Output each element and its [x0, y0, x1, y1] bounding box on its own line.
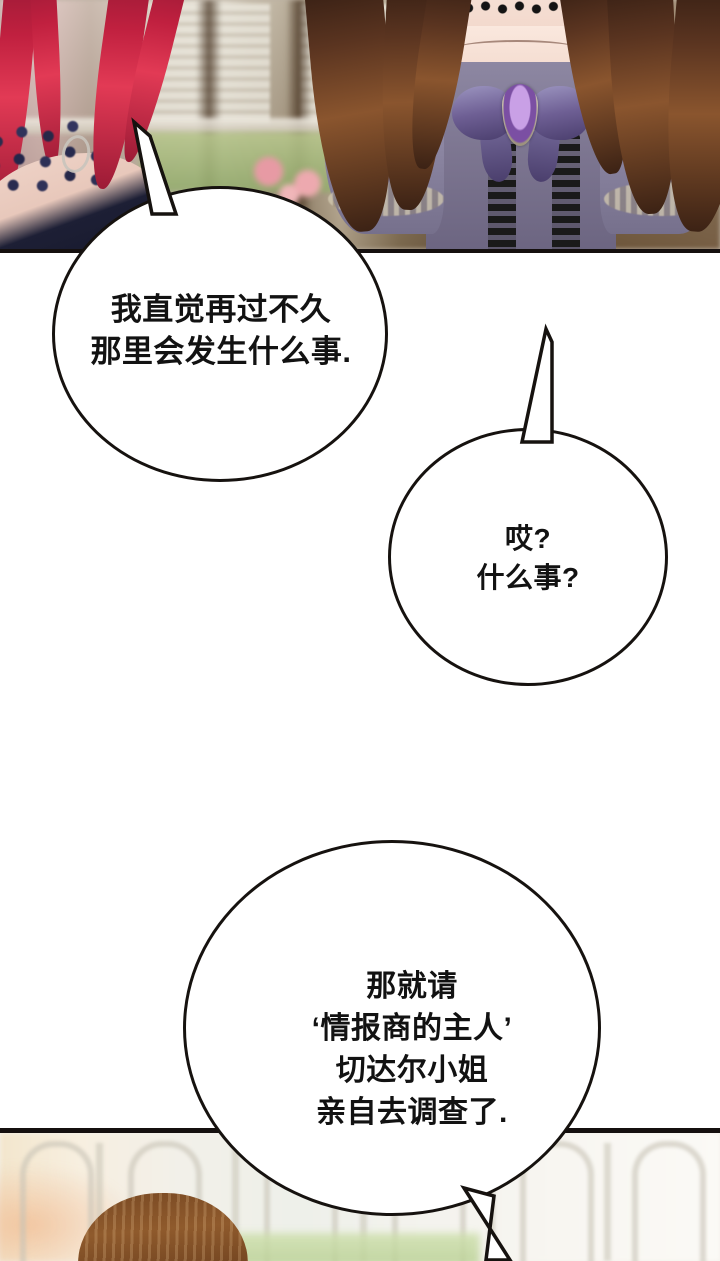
speech-bubble-3-text: 那就请 ‘情报商的主人’ 切达尔小姐 亲自去调查了.	[311, 970, 513, 1129]
speech-bubble-tail-1	[131, 117, 179, 216]
speech-bubble-3: 那就请 ‘情报商的主人’ 切达尔小姐 亲自去调查了.	[183, 840, 601, 1216]
background-lawn	[230, 1233, 480, 1261]
background-window-mullion	[604, 1143, 611, 1261]
speech-bubble-tail-2	[519, 323, 554, 444]
background-arch-window	[20, 1141, 94, 1261]
background-window-mullion	[96, 1143, 103, 1261]
panel-top-artwork	[0, 0, 720, 253]
right-character-lace-choker	[458, 0, 564, 18]
speech-bubble-1: 我直觉再过不久 那里会发生什么事.	[52, 186, 388, 482]
right-character-collarbone	[458, 40, 576, 56]
character-right	[302, 0, 720, 249]
speech-bubble-2: 哎? 什么事?	[388, 428, 668, 686]
background-window-mullion	[232, 1143, 239, 1261]
speech-bubble-tail-3	[460, 1185, 513, 1261]
background-arch-window	[632, 1141, 706, 1261]
character-left	[0, 0, 193, 249]
background-arch-window	[520, 1141, 594, 1261]
speech-bubble-2-text: 哎? 什么事?	[476, 523, 580, 593]
speech-bubble-1-text: 我直觉再过不久 那里会发生什么事.	[90, 292, 352, 369]
